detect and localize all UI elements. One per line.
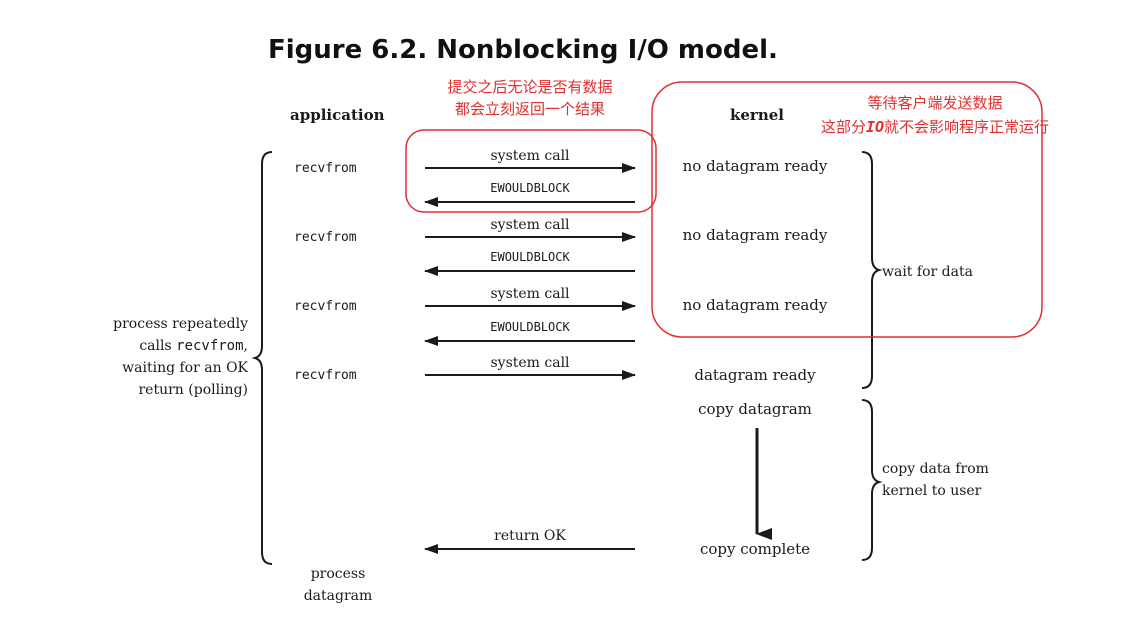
no-datagram-ready-1: no datagram ready: [683, 157, 828, 175]
annotation-left-line2: 都会立刻返回一个结果: [455, 100, 605, 118]
recvfrom-call-1: recvfrom: [294, 161, 357, 176]
process-datagram-line2: datagram: [304, 588, 373, 604]
wait-brace: [861, 151, 883, 389]
left-brace: [251, 151, 273, 565]
annotation-right-line2: 这部分IO就不会影响程序正常运行: [821, 118, 1049, 136]
annotation-left-line1: 提交之后无论是否有数据: [447, 78, 612, 96]
polling-note-comma: ,: [244, 338, 248, 354]
copy-datagram: copy datagram: [698, 400, 812, 418]
annotation-box-right: [651, 81, 1043, 338]
system-call-label-4: system call: [490, 355, 570, 371]
copy-data-label-line2: kernel to user: [882, 483, 982, 499]
application-header: application: [290, 106, 385, 124]
no-datagram-ready-3: no datagram ready: [683, 296, 828, 314]
recvfrom-call-4: recvfrom: [294, 368, 357, 383]
figure-title: Figure 6.2. Nonblocking I/O model.: [268, 35, 778, 65]
kernel-header: kernel: [730, 106, 784, 124]
annotation-right-suffix: 就不会影响程序正常运行: [884, 118, 1049, 136]
copy-data-label-line1: copy data from: [882, 461, 989, 477]
system-call-label-3: system call: [490, 286, 570, 302]
copy-complete: copy complete: [700, 540, 810, 558]
no-datagram-ready-2: no datagram ready: [683, 226, 828, 244]
polling-note-line1: process repeatedly: [113, 316, 248, 332]
polling-note-recvfrom: recvfrom: [176, 338, 243, 354]
copy-brace: [861, 399, 883, 561]
system-call-label-1: system call: [490, 148, 570, 164]
polling-note-line2: calls recvfrom,: [139, 338, 248, 354]
process-datagram-line1: process: [311, 566, 366, 582]
annotation-box-left: [405, 129, 657, 213]
recvfrom-call-3: recvfrom: [294, 299, 357, 314]
annotation-right-io: IO: [866, 118, 884, 136]
recvfrom-call-2: recvfrom: [294, 230, 357, 245]
annotation-right-line1: 等待客户端发送数据: [867, 94, 1002, 112]
polling-note-line4: return (polling): [138, 382, 248, 398]
annotation-right-prefix: 这部分: [821, 118, 866, 136]
wait-for-data-label: wait for data: [882, 264, 973, 280]
return-ok-label: return OK: [494, 528, 566, 544]
ewouldblock-label-3: EWOULDBLOCK: [490, 320, 570, 334]
polling-note-line3: waiting for an OK: [122, 360, 248, 376]
polling-note-calls: calls: [139, 338, 176, 354]
datagram-ready: datagram ready: [694, 366, 816, 384]
ewouldblock-label-2: EWOULDBLOCK: [490, 250, 570, 264]
system-call-label-2: system call: [490, 217, 570, 233]
ewouldblock-label-1: EWOULDBLOCK: [490, 181, 570, 195]
